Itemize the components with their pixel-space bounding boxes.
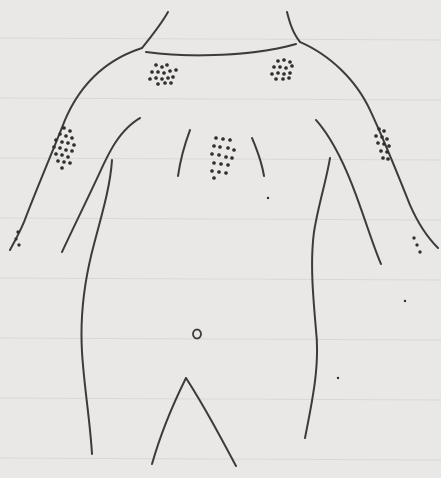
stray-mark — [404, 300, 406, 302]
stray-mark — [337, 377, 339, 379]
stray-mark — [267, 197, 269, 199]
